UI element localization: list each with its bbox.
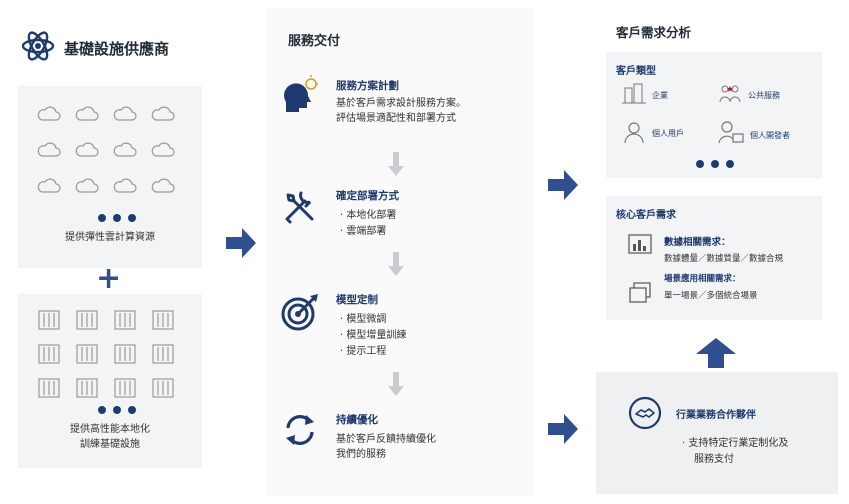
server-rack-icon (152, 378, 174, 398)
public-service-icon (719, 85, 741, 103)
customer-analysis-title: 客戶需求分析 (616, 25, 692, 40)
core-needs-panel: 核心客戶需求 數據相關需求： 數據體量／數據質量／數據合規 場景應用相關需求： … (606, 196, 822, 320)
step-plan-line2: 評估場景適配性和部署方式 (336, 113, 456, 124)
arrow-right-icon (548, 170, 578, 200)
partner-line1: 支持特定行業定制化及 (682, 436, 788, 451)
step-optimize-title: 持續優化 (336, 414, 378, 426)
data-needs-title: 數據相關需求： (664, 237, 731, 248)
arrow-up-icon (696, 338, 736, 368)
server-rack-icon (38, 310, 60, 330)
more-dots (98, 406, 136, 414)
cloud-icon (113, 178, 137, 193)
type-enterprise: 企業 (652, 91, 668, 100)
server-rack-icon (152, 310, 174, 330)
atom-logo-icon (21, 31, 55, 61)
partner-panel: 行業業務合作夥伴 支持特定行業定制化及 服務支付 (596, 372, 838, 494)
scene-needs-text: 單一場景／多個統合場景 (664, 291, 758, 301)
arrow-right-icon (226, 228, 256, 258)
server-rack-icon (76, 310, 98, 330)
step-model-bullet2: 模型增量訓練 (340, 328, 406, 343)
step-deploy-title: 確定部署方式 (336, 190, 399, 202)
service-delivery-title: 服務交付 (288, 34, 341, 49)
cloud-icon (75, 142, 99, 157)
core-needs-title: 核心客戶需求 (616, 210, 676, 221)
target-icon (281, 294, 318, 331)
plus-sign: + (96, 261, 122, 296)
server-rack-icon (114, 310, 136, 330)
server-rack-icon (76, 378, 98, 398)
step-deploy-bullet2: 雲端部署 (340, 224, 386, 239)
cloud-icon (113, 106, 137, 121)
chart-icon (628, 234, 652, 254)
data-needs-text: 數據體量／數據質量／數據合規 (664, 254, 784, 264)
cloud-icon (75, 178, 99, 193)
step-optimize-line2: 我們的服務 (336, 449, 386, 460)
arrow-right-icon (548, 414, 578, 444)
cloud-icon (113, 142, 137, 157)
layers-icon (629, 282, 651, 303)
refresh-cycle-icon (286, 415, 314, 445)
tools-icon (285, 191, 314, 224)
arrow-down-icon (388, 252, 404, 276)
head-lightbulb-icon (284, 75, 318, 112)
cloud-icon (151, 142, 175, 157)
server-rack-icon (76, 344, 98, 364)
server-panel: 提供高性能本地化 訓練基礎設施 (18, 294, 202, 468)
step-model-bullet3: 提示工程 (340, 344, 386, 359)
building-icon (622, 83, 646, 104)
step-model-bullet1: 模型微調 (340, 312, 386, 327)
cloud-icon (37, 178, 61, 193)
infrastructure-column: 基礎設施供應商 提供彈性雲計算資源 + (8, 8, 216, 496)
cloud-icon (151, 178, 175, 193)
partner-line2: 服務支付 (694, 454, 734, 465)
step-plan-title: 服務方案計劃 (336, 80, 399, 92)
more-dots (696, 160, 734, 168)
server-rack-icon (38, 378, 60, 398)
partner-title: 行業業務合作夥伴 (676, 410, 756, 421)
handshake-icon (628, 396, 662, 430)
customer-types-title: 客戶類型 (616, 66, 656, 77)
arrow-down-icon (388, 152, 404, 176)
server-caption-line2: 訓練基礎設施 (80, 439, 140, 450)
server-rack-icon (114, 378, 136, 398)
step-model-title: 模型定制 (336, 294, 378, 306)
more-dots (98, 214, 136, 222)
cloud-resources-panel: 提供彈性雲計算資源 (18, 86, 202, 268)
server-rack-icon (114, 344, 136, 364)
developer-icon (718, 121, 744, 144)
customer-types-panel: 客戶類型 企業 公共服務 個人用戶 個人開發者 (606, 52, 822, 178)
cloud-icon-grid (36, 104, 188, 196)
step-plan-line1: 基於客戶需求設計服務方案。 (336, 98, 466, 109)
server-rack-icon (152, 344, 174, 364)
step-deploy-bullet1: 本地化部署 (340, 208, 396, 223)
customer-analysis-column: 客戶需求分析 客戶類型 企業 公共服務 個人用戶 個人開發者 (596, 8, 842, 496)
infrastructure-title: 基礎設施供應商 (64, 40, 170, 58)
service-delivery-column: 服務交付 服務方案計劃 基於客戶需求設計服務方案。 評估場景適配性和部署方式 確… (266, 8, 534, 496)
arrow-down-icon (388, 372, 404, 396)
cloud-icon (37, 142, 61, 157)
cloud-icon (75, 106, 99, 121)
user-icon (624, 122, 644, 144)
cloud-caption: 提供彈性雲計算資源 (65, 232, 155, 243)
step-optimize-line1: 基於客戶反饋持續優化 (336, 434, 436, 445)
cloud-icon (151, 106, 175, 121)
type-individual-developer: 個人開發者 (750, 131, 790, 140)
server-caption-line1: 提供高性能本地化 (70, 424, 150, 435)
cloud-icon (37, 106, 61, 121)
scene-needs-title: 場景應用相關需求： (664, 274, 741, 284)
type-individual-user: 個人用戶 (652, 129, 684, 138)
type-public-service: 公共服務 (748, 91, 780, 100)
server-icon-grid (38, 310, 190, 398)
server-rack-icon (38, 344, 60, 364)
